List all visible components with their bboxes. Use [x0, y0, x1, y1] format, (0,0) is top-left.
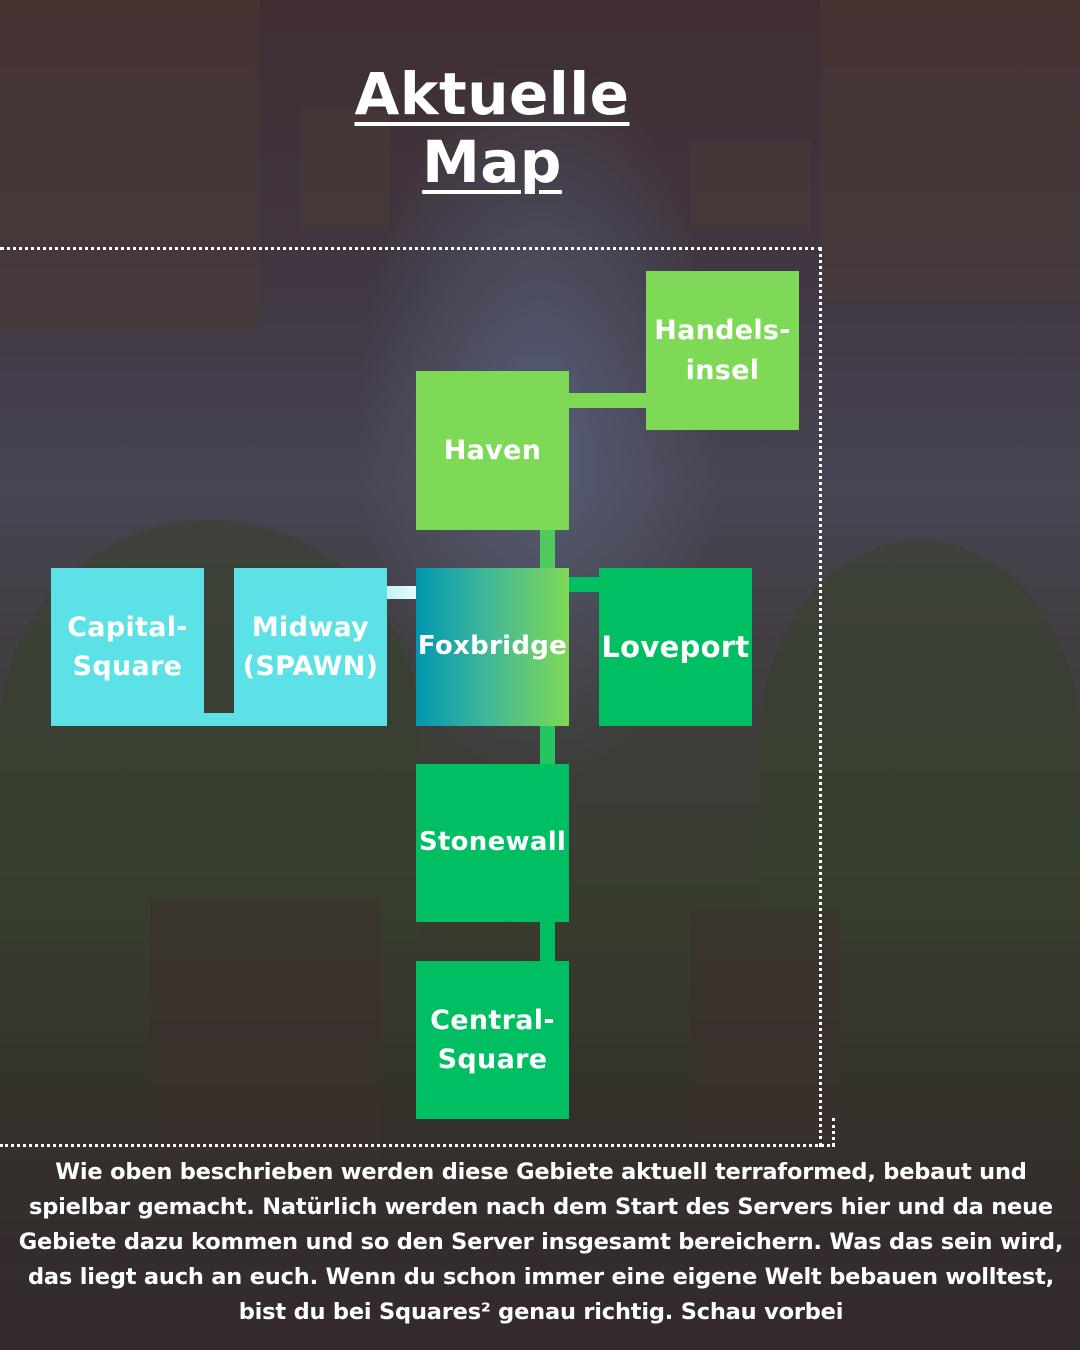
node-stonewall-label: Stonewall [418, 827, 567, 858]
connector-capital-midway [203, 713, 235, 726]
node-haven-label: Haven [443, 434, 542, 466]
node-loveport: Loveport [599, 568, 752, 726]
node-handelsinsel-line1: Handels- [654, 315, 791, 347]
node-central-square-line2: Square [437, 1044, 548, 1075]
connector-foxbridge-loveport [568, 577, 600, 592]
node-capital-square-line1: Capital- [67, 611, 188, 643]
node-handelsinsel: Handels- insel [646, 271, 799, 430]
node-central-square: Central- Square [416, 961, 569, 1119]
page-title: Aktuelle Map [354, 60, 630, 196]
map-border-right [819, 247, 822, 1147]
node-midway: Midway (SPAWN) [234, 568, 387, 726]
node-haven: Haven [416, 371, 569, 530]
node-capital-square: Capital- Square [51, 568, 204, 726]
node-capital-square-line2: Square [72, 651, 183, 682]
connector-foxbridge-stonewall [540, 724, 555, 766]
node-loveport-label: Loveport [601, 629, 750, 664]
node-central-square-line1: Central- [430, 1004, 555, 1036]
connector-midway-foxbridge [386, 586, 417, 599]
node-stonewall: Stonewall [416, 764, 569, 922]
node-foxbridge-label: Foxbridge [417, 631, 568, 662]
map-border-top [0, 247, 822, 250]
node-handelsinsel-line2: insel [685, 354, 760, 386]
node-midway-line1: Midway [251, 611, 370, 643]
description-text: Wie oben beschrieben werden diese Gebiet… [18, 1159, 1064, 1325]
connector-haven-handelsinsel [568, 393, 648, 408]
map-border-right-lower [832, 1118, 835, 1146]
connector-stonewall-central [540, 921, 555, 963]
node-foxbridge: Foxbridge [416, 568, 569, 726]
connector-haven-foxbridge [540, 528, 555, 570]
node-midway-line2: (SPAWN) [242, 651, 379, 682]
map-border-bottom [0, 1144, 835, 1147]
